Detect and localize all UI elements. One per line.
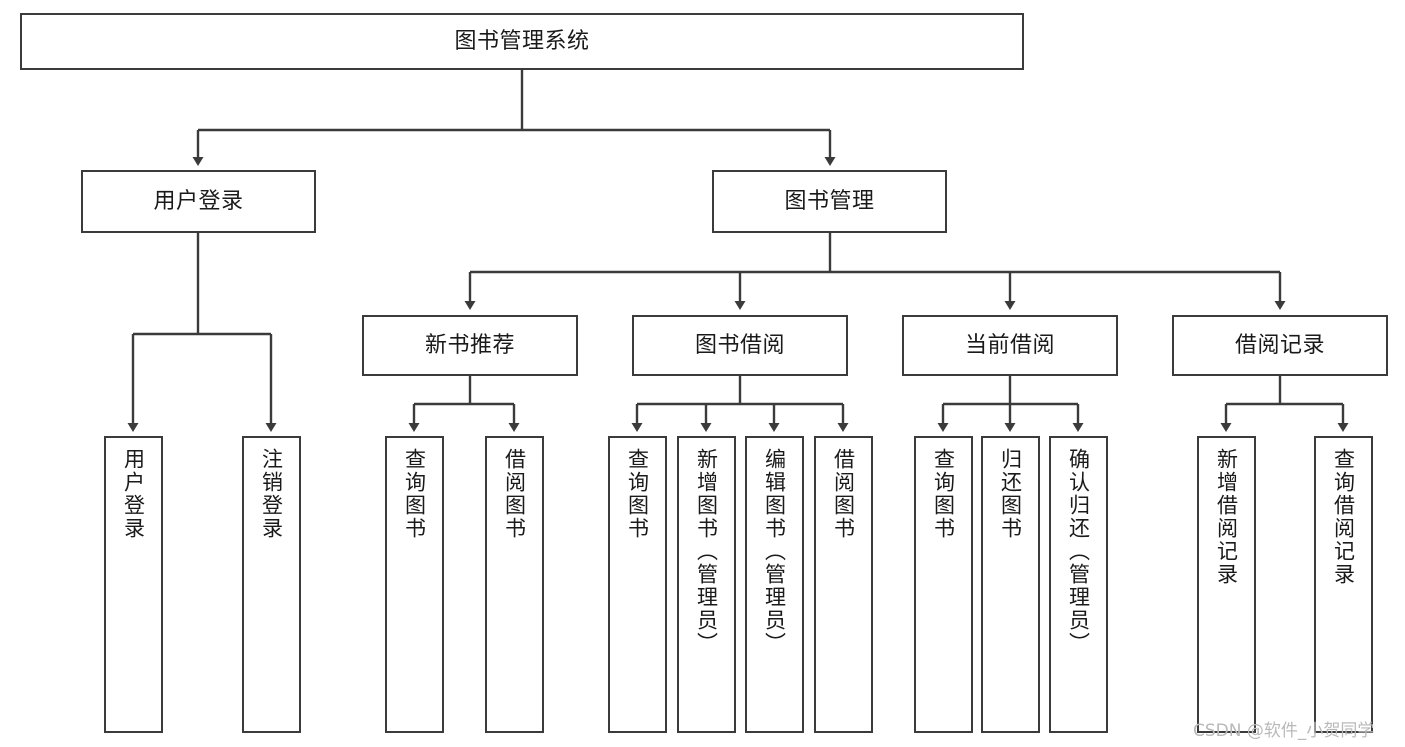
leaf-new-book-borrow[interactable]: 借阅图书 [485, 436, 544, 733]
node-label: 图书借阅 [694, 332, 785, 358]
node-label: 新增图书（管理员） [694, 448, 719, 655]
leaf-new-book-query[interactable]: 查询图书 [385, 436, 444, 733]
node-label: 注销登录 [259, 448, 284, 540]
node-label: 用户登录 [121, 448, 146, 540]
node-label: 新书推荐 [424, 332, 515, 358]
node-label: 当前借阅 [964, 332, 1055, 358]
node-label: 查询图书 [402, 448, 427, 540]
node-book-borrow[interactable]: 图书借阅 [632, 315, 848, 376]
leaf-current-borrow-confirm-return[interactable]: 确认归还（管理员） [1049, 436, 1108, 733]
node-root-system[interactable]: 图书管理系统 [20, 13, 1024, 70]
node-label: 图书管理 [784, 188, 875, 214]
node-new-book-recommend[interactable]: 新书推荐 [362, 315, 578, 376]
node-label: 查询借阅记录 [1331, 448, 1356, 586]
node-label: 用户登录 [153, 188, 244, 214]
leaf-book-borrow-add[interactable]: 新增图书（管理员） [677, 436, 736, 733]
node-label: 图书管理系统 [454, 28, 590, 54]
leaf-current-borrow-return[interactable]: 归还图书 [981, 436, 1040, 733]
node-label: 归还图书 [998, 448, 1023, 540]
node-label: 新增借阅记录 [1214, 448, 1239, 586]
leaf-borrow-record-query[interactable]: 查询借阅记录 [1314, 436, 1373, 733]
node-label: 编辑图书（管理员） [762, 448, 787, 655]
node-user-login[interactable]: 用户登录 [81, 170, 316, 233]
node-label: 确认归还（管理员） [1066, 448, 1091, 655]
leaf-borrow-record-add[interactable]: 新增借阅记录 [1197, 436, 1256, 733]
leaf-current-borrow-query[interactable]: 查询图书 [914, 436, 973, 733]
leaf-user-login-signout[interactable]: 注销登录 [242, 436, 301, 733]
leaf-book-borrow-query[interactable]: 查询图书 [608, 436, 667, 733]
leaf-user-login-signin[interactable]: 用户登录 [104, 436, 163, 733]
node-label: 借阅记录 [1234, 332, 1325, 358]
node-label: 借阅图书 [502, 448, 527, 540]
leaf-book-borrow-edit[interactable]: 编辑图书（管理员） [745, 436, 804, 733]
node-borrow-record[interactable]: 借阅记录 [1172, 315, 1388, 376]
leaf-book-borrow-borrow[interactable]: 借阅图书 [814, 436, 873, 733]
csdn-watermark: CSDN @软件_小贺同学 [1193, 721, 1375, 741]
node-label: 查询图书 [931, 448, 956, 540]
node-current-borrow[interactable]: 当前借阅 [902, 315, 1118, 376]
node-label: 查询图书 [625, 448, 650, 540]
node-book-management[interactable]: 图书管理 [712, 170, 947, 233]
node-label: 借阅图书 [831, 448, 856, 540]
